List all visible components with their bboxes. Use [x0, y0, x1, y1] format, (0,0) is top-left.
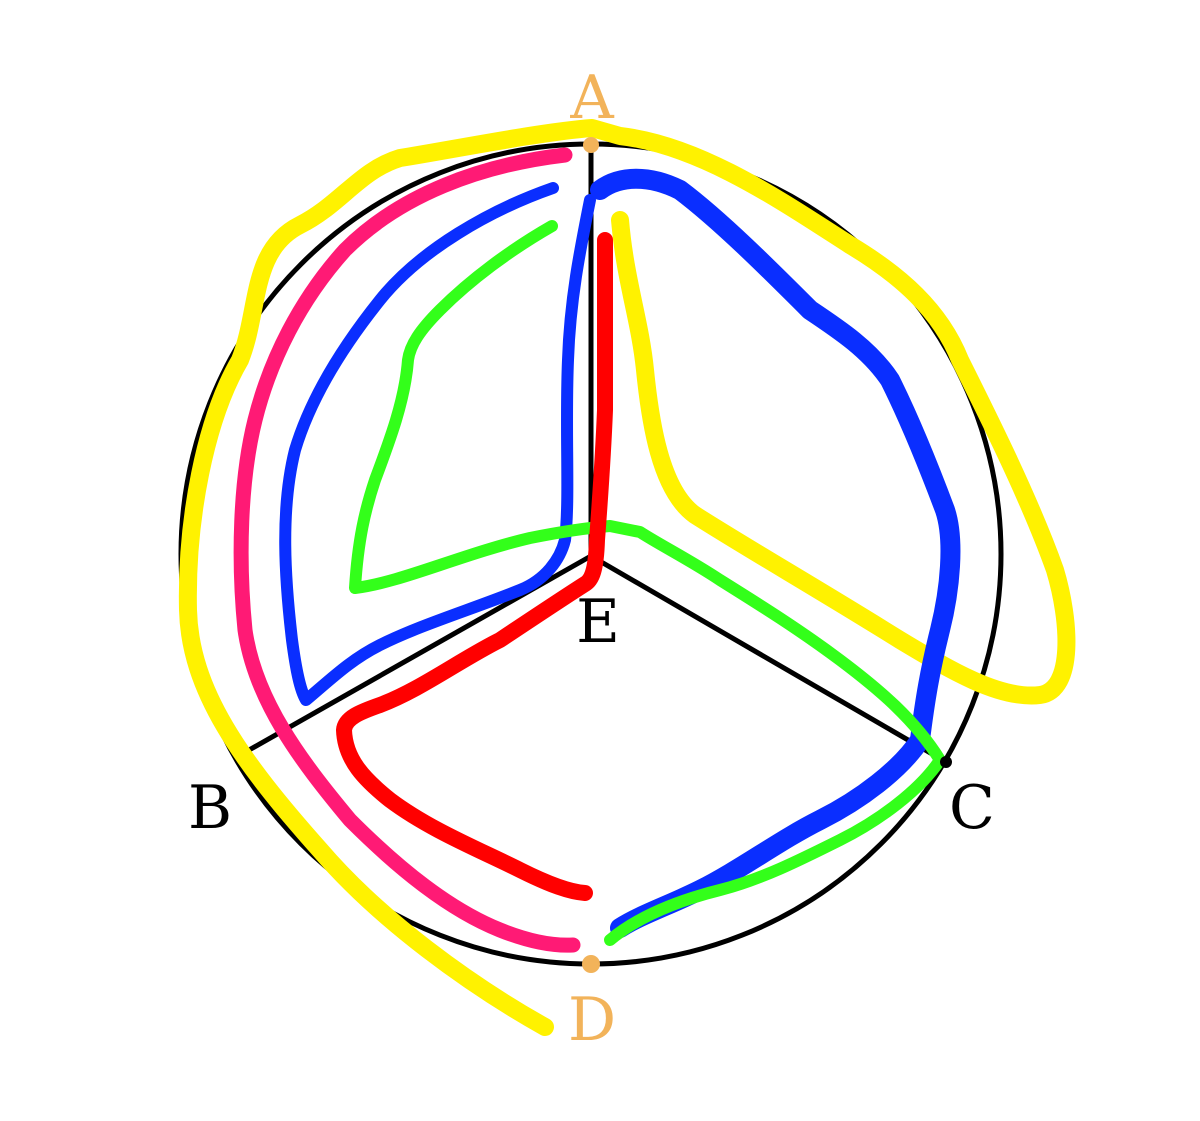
label-B: B: [188, 773, 232, 843]
label-A: A: [569, 63, 614, 133]
label-E: E: [576, 587, 620, 657]
label-C: C: [949, 773, 995, 843]
yellow-path: [178, 119, 1076, 1036]
point-D: [582, 955, 600, 973]
red-path: [336, 232, 614, 901]
point-C: [940, 756, 952, 768]
blue-path-left: [279, 182, 596, 706]
label-D: D: [568, 985, 616, 1055]
green-path: [349, 220, 946, 946]
blue-path-right: [590, 168, 961, 938]
point-A: [583, 137, 599, 153]
segment-EC: [589, 553, 948, 765]
pink-path: [233, 147, 581, 953]
